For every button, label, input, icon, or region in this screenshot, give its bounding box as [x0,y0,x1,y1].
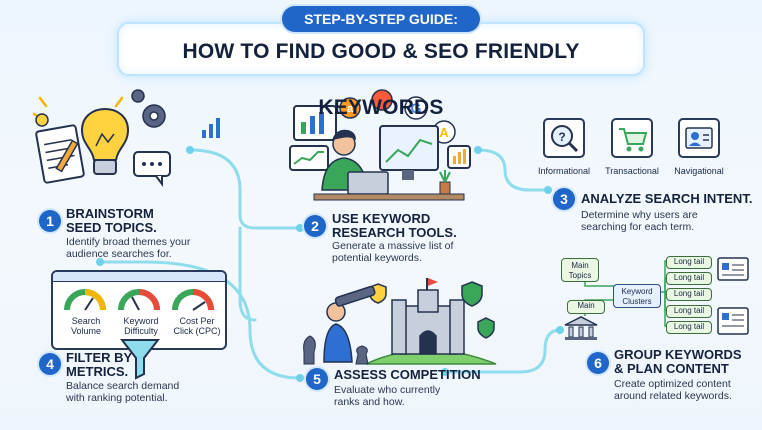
gauges [64,289,214,311]
step-3-number: 3 [553,188,575,210]
step-3-heading: ANALYZE SEARCH INTENT. [581,191,753,206]
semrush-logo-icon [371,89,393,111]
laptop-icon [347,171,389,195]
gauge-icon [64,289,106,311]
gear-icon [131,89,166,128]
research-tools-illustration: a G A [289,89,471,201]
shield-icon [461,281,483,307]
step-6-heading: GROUP KEYWORDS& PLAN CONTENT [614,347,742,376]
document-icon [717,257,749,335]
long-tail-box: Long tail [666,272,712,285]
step-4-number: 4 [39,353,61,375]
long-tail-box: Long tail [666,305,712,318]
transactional-card [611,118,653,158]
building-icon [564,316,598,340]
brainstorm-illustration [32,89,171,187]
step-2-number: 2 [304,215,326,237]
informational-card: ? [543,118,585,158]
chat-bubble-icon [133,151,171,187]
shopping-cart-icon [619,128,648,152]
shield-icon [477,317,495,339]
navigational-card [678,118,720,158]
long-tail-box: Long tail [666,321,712,334]
svg-text:A: A [439,125,449,140]
guide-pill: STEP-BY-STEP GUIDE: [282,6,480,32]
light-bulb-icon [32,96,130,175]
gauge-icon [118,289,160,311]
step-5-number: 5 [306,368,328,390]
svg-text:a: a [347,103,354,115]
step-5-heading: ASSESS COMPETITION [334,367,481,382]
svg-text:?: ? [558,130,565,144]
amazon-logo-icon [339,97,361,119]
castle-icon [391,289,465,355]
google-logo-icon [404,96,428,120]
bar-chart-icon [202,118,220,138]
person-telescope-icon [323,285,376,363]
notepad-icon [35,124,85,184]
profile-card-icon [685,127,713,149]
funnel-icon [120,339,160,380]
svg-text:G: G [411,100,422,116]
long-tail-box: Long tail [666,256,712,269]
intent-label-informational: Informational [537,166,591,176]
step-6-number: 6 [587,352,609,374]
intent-label-navigational: Navigational [674,166,724,176]
gauge-icon [172,289,214,311]
intent-label-transactional: Transactional [605,166,659,176]
competition-illustration [303,278,497,365]
main-topics-label: Main [567,300,605,314]
step-1-number: 1 [39,210,61,232]
long-tail-box: Long tail [666,288,712,301]
chess-piece-icon [303,335,369,365]
magnifier-icon: ? [551,125,579,153]
